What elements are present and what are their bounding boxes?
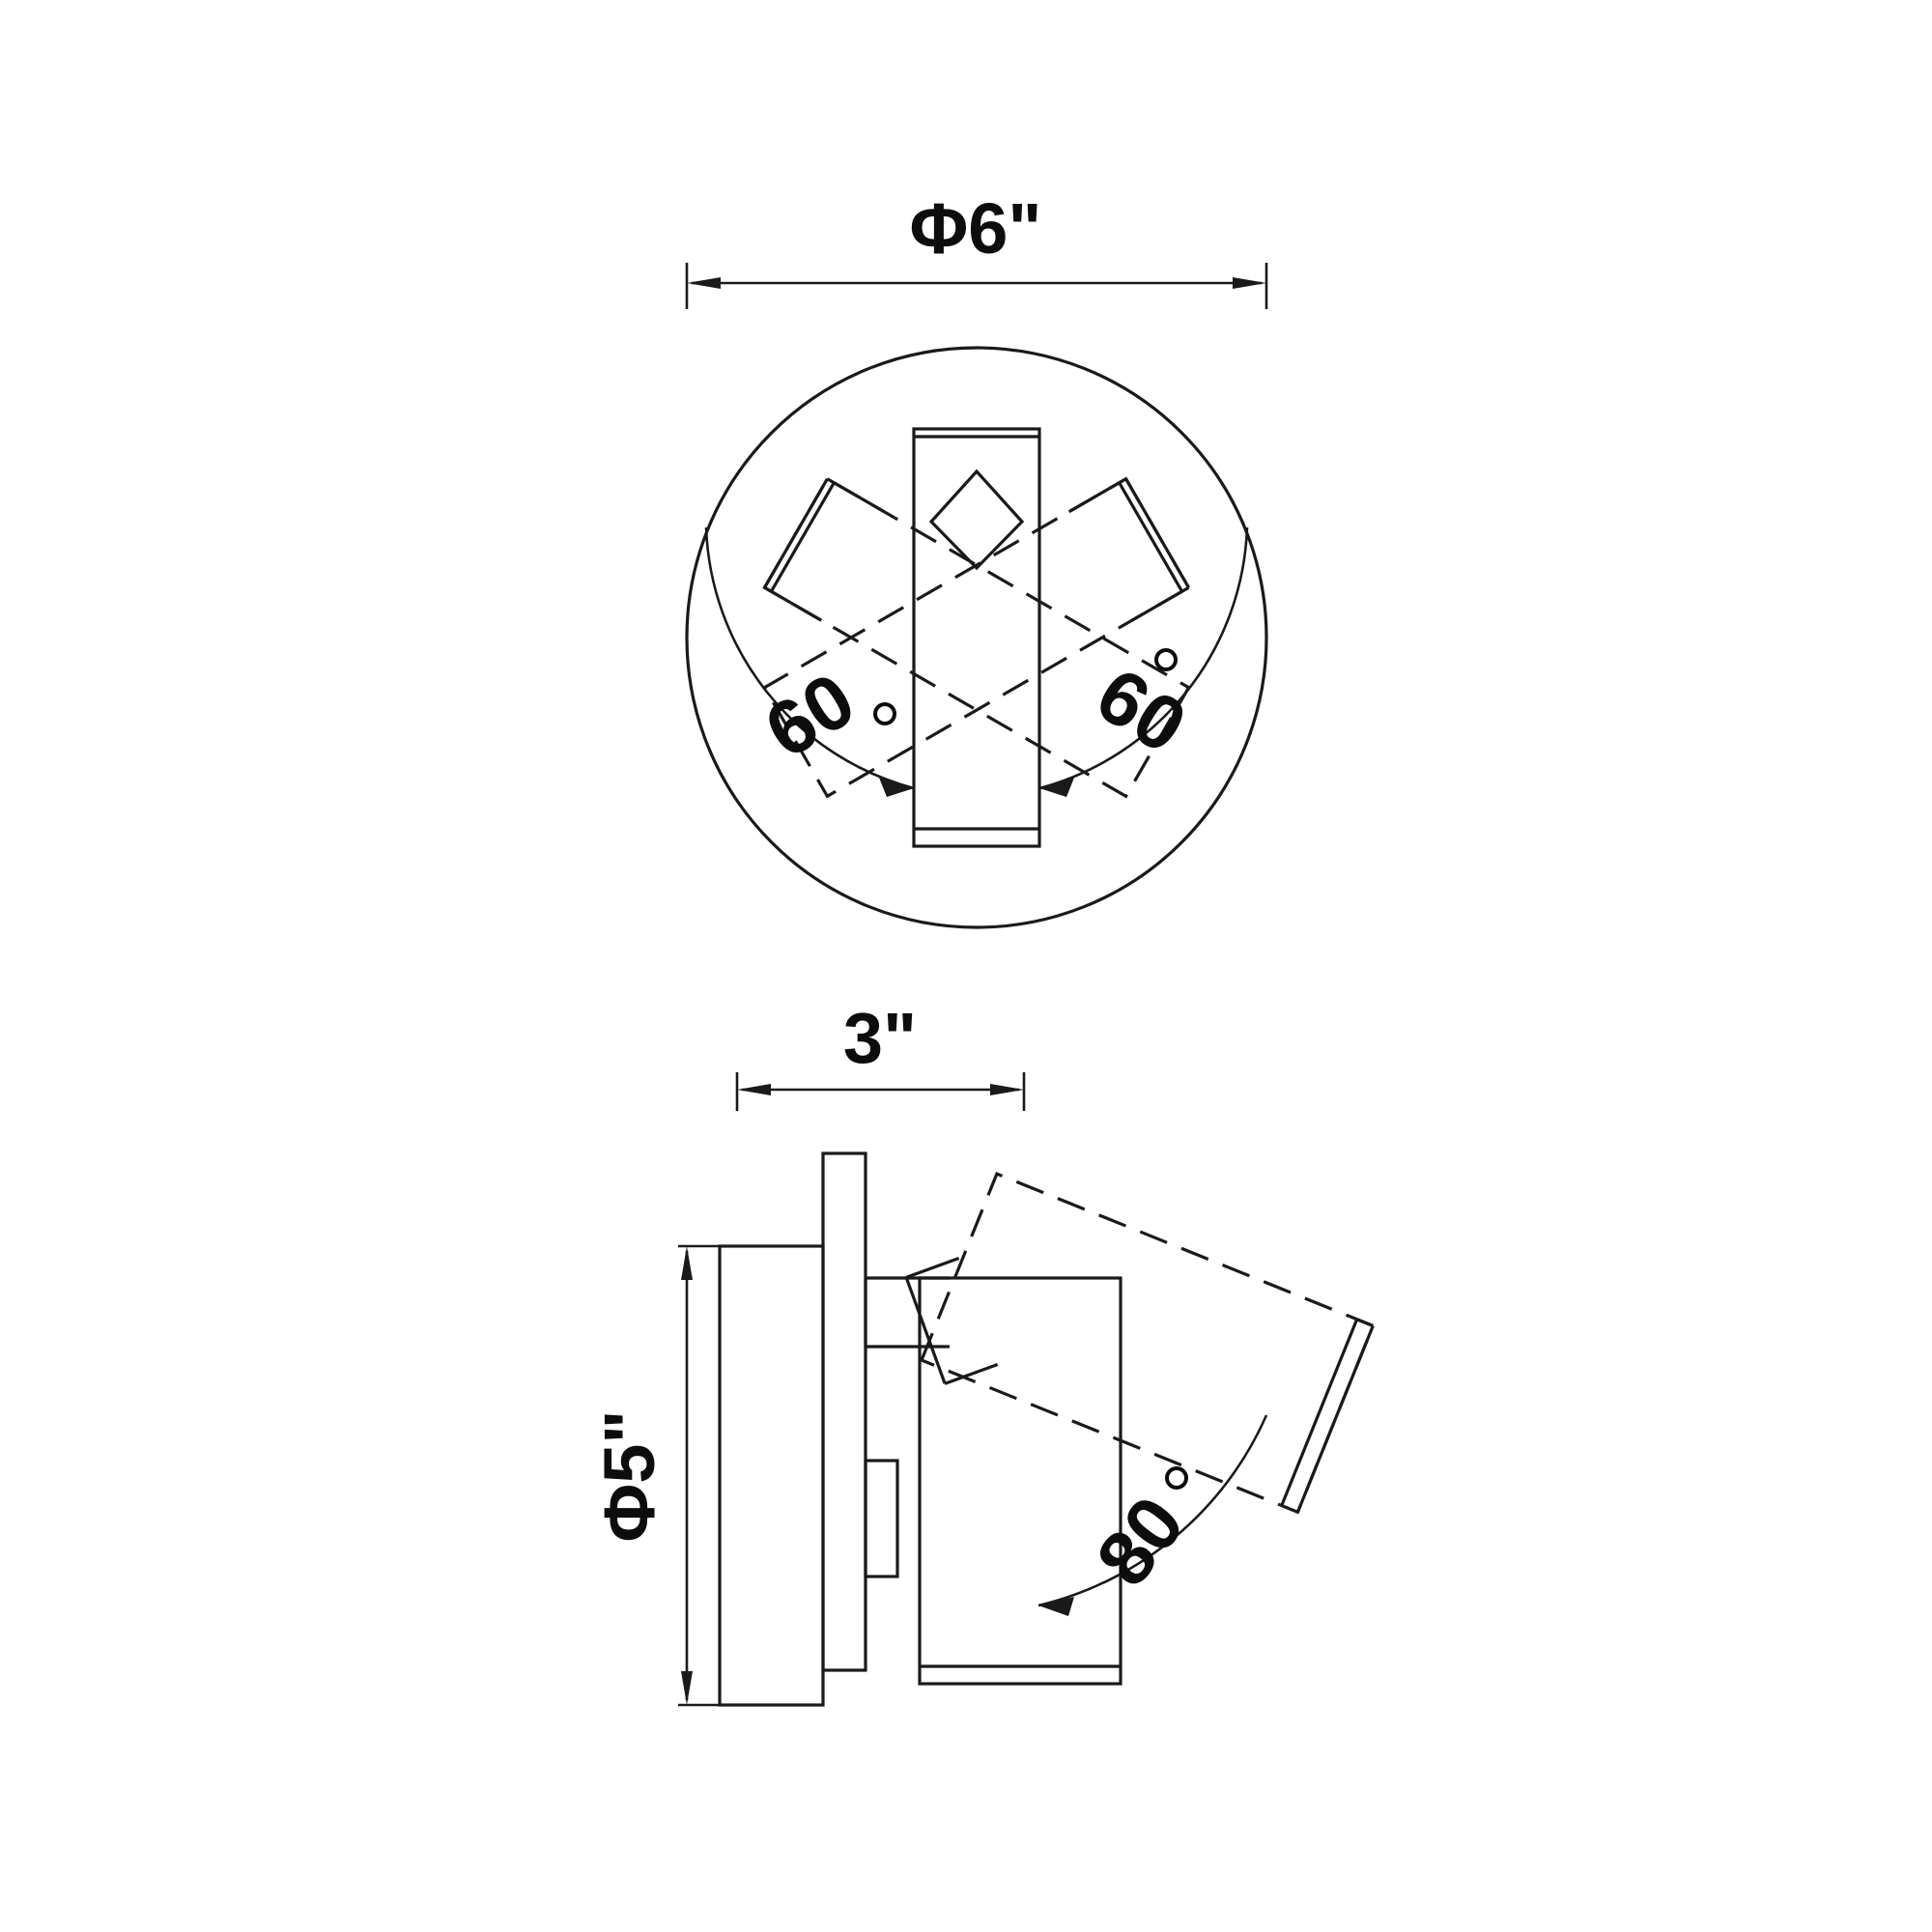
- angle-label-80-group: 80: [1080, 1481, 1201, 1602]
- front-view-group: Φ6": [685, 188, 1268, 929]
- mounting-boss-rect: [864, 1459, 899, 1578]
- neck-stem-lines: [864, 1276, 950, 1349]
- lens-diamond-detail: [928, 469, 1025, 571]
- ghost-head-side-cap-left: [1281, 1504, 1299, 1514]
- ghost-head-side-cap-right: [1356, 1318, 1374, 1327]
- dimension-label-diameter-6: Φ6": [910, 188, 1042, 269]
- ghost-head-left-cap-inner: [769, 481, 836, 593]
- angle-label-right-60: 60: [1082, 651, 1201, 770]
- angle-arc-right-path: [1038, 526, 1249, 790]
- ghost-head-left-side-a: [763, 585, 823, 622]
- ghost-head-right-cap-inner: [1118, 481, 1184, 593]
- dimension-label-diameter-5: Φ5": [589, 1410, 669, 1543]
- degree-symbol-right-icon: [1154, 648, 1178, 671]
- backplate-circle-outline: [685, 346, 1268, 929]
- dimension-diameter-6: Φ6": [685, 188, 1268, 309]
- ghost-head-left-cap-outer: [763, 477, 829, 589]
- angle-arc-right-arrowhead: [1039, 778, 1074, 797]
- angle-arc-80-arrowhead: [1038, 1597, 1074, 1616]
- angle-arc-80-path: [1037, 1414, 1268, 1607]
- hinge-pivot-outline: [904, 1257, 999, 1385]
- ghost-head-left-side-b: [826, 477, 886, 514]
- degree-symbol-left-icon: [873, 702, 896, 725]
- hinge-pivot: [904, 1257, 999, 1385]
- angle-label-left-group: 60: [751, 656, 869, 775]
- ghost-head-right-cap-outer: [1124, 477, 1190, 589]
- angle-label-left-60: 60: [751, 656, 869, 775]
- ghost-head-left: [762, 476, 1191, 799]
- ghost-head-side-cap-inner: [1280, 1319, 1359, 1507]
- arrowhead-right: [1233, 277, 1266, 289]
- degree-symbol-80-icon: [1165, 1466, 1188, 1490]
- ghost-head-side-rect: [919, 1172, 1376, 1515]
- angle-label-right-group: 60: [1082, 651, 1201, 770]
- dia5-arrowhead-top: [681, 1246, 693, 1280]
- depth-arrowhead-right: [990, 1084, 1024, 1095]
- ghost-head-right: [762, 476, 1191, 799]
- dimension-diameter-5: Φ5": [589, 1244, 720, 1707]
- dia5-arrowhead-bottom: [681, 1671, 693, 1705]
- angle-arc-right-60: 60: [1038, 526, 1249, 797]
- ghost-head-right-side-a: [1067, 477, 1127, 514]
- dimension-depth-3: 3": [735, 998, 1026, 1111]
- head-side-rect: [918, 1276, 1122, 1686]
- angle-arc-left-arrowhead: [879, 778, 914, 797]
- spotlight-head-side: [918, 1276, 1122, 1686]
- spotlight-head-front: [912, 427, 1041, 848]
- ghost-head-right-side-b: [1130, 585, 1190, 622]
- dimension-label-depth-3: 3": [843, 998, 917, 1078]
- wall-plate-rect: [821, 1151, 867, 1672]
- ghost-head-side-cap-outer: [1295, 1324, 1375, 1513]
- ghost-head-side: [919, 1172, 1376, 1515]
- angle-arc-left-path: [704, 526, 915, 790]
- dia5-label-group: Φ5": [589, 1410, 669, 1543]
- angle-arc-80: 80: [1037, 1414, 1268, 1616]
- arrowhead-left: [687, 277, 721, 289]
- head-body-rect: [912, 427, 1041, 848]
- backplate-body-rect: [718, 1244, 825, 1707]
- side-view-group: 3" Φ5": [589, 998, 1376, 1707]
- angle-label-80: 80: [1080, 1481, 1201, 1602]
- depth-arrowhead-left: [737, 1084, 771, 1095]
